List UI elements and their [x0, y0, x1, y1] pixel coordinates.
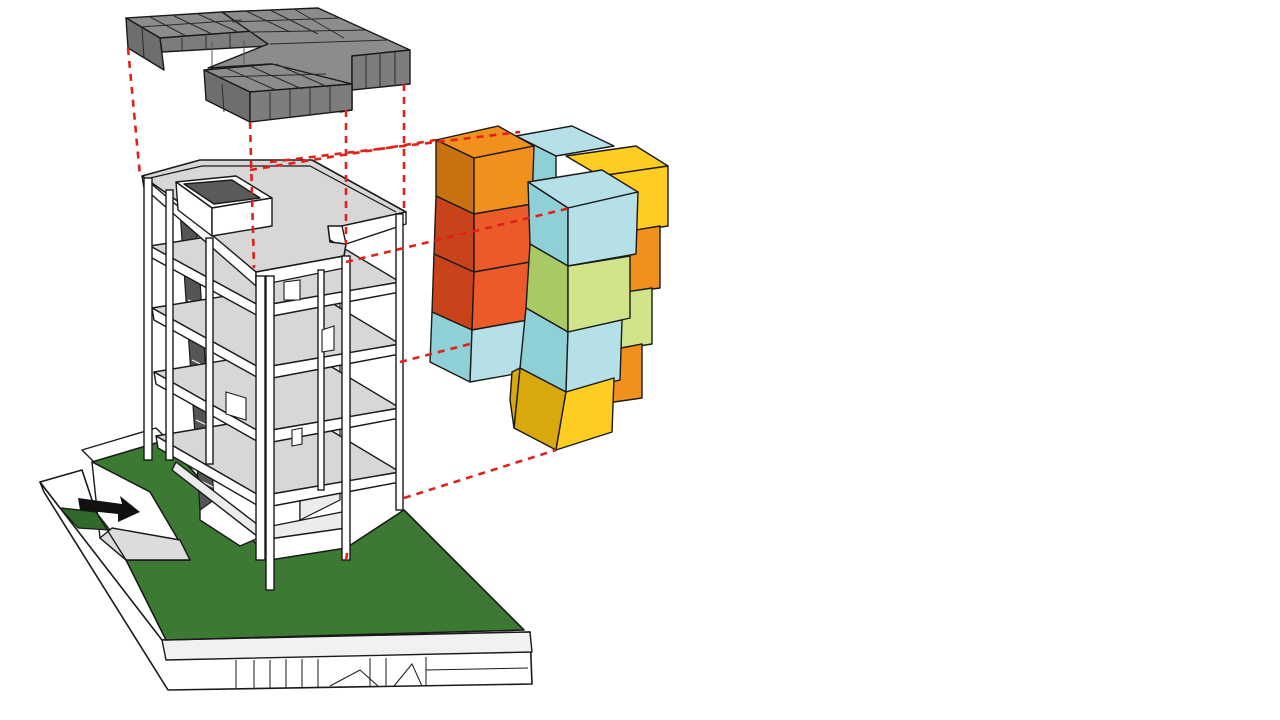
- entry-arrow-icon: [78, 496, 140, 522]
- roof-modules: [125, 7, 411, 123]
- module-column-left: [429, 125, 535, 383]
- tower-roof: [141, 159, 407, 287]
- color-module-stack: [429, 125, 669, 451]
- podium-glazing: [235, 657, 529, 688]
- tower-frame: [141, 159, 407, 591]
- module-column-front: [509, 169, 639, 451]
- interior-walls: [225, 279, 335, 447]
- explosion-guide-lines: [126, 47, 571, 561]
- tower-columns: [143, 177, 404, 591]
